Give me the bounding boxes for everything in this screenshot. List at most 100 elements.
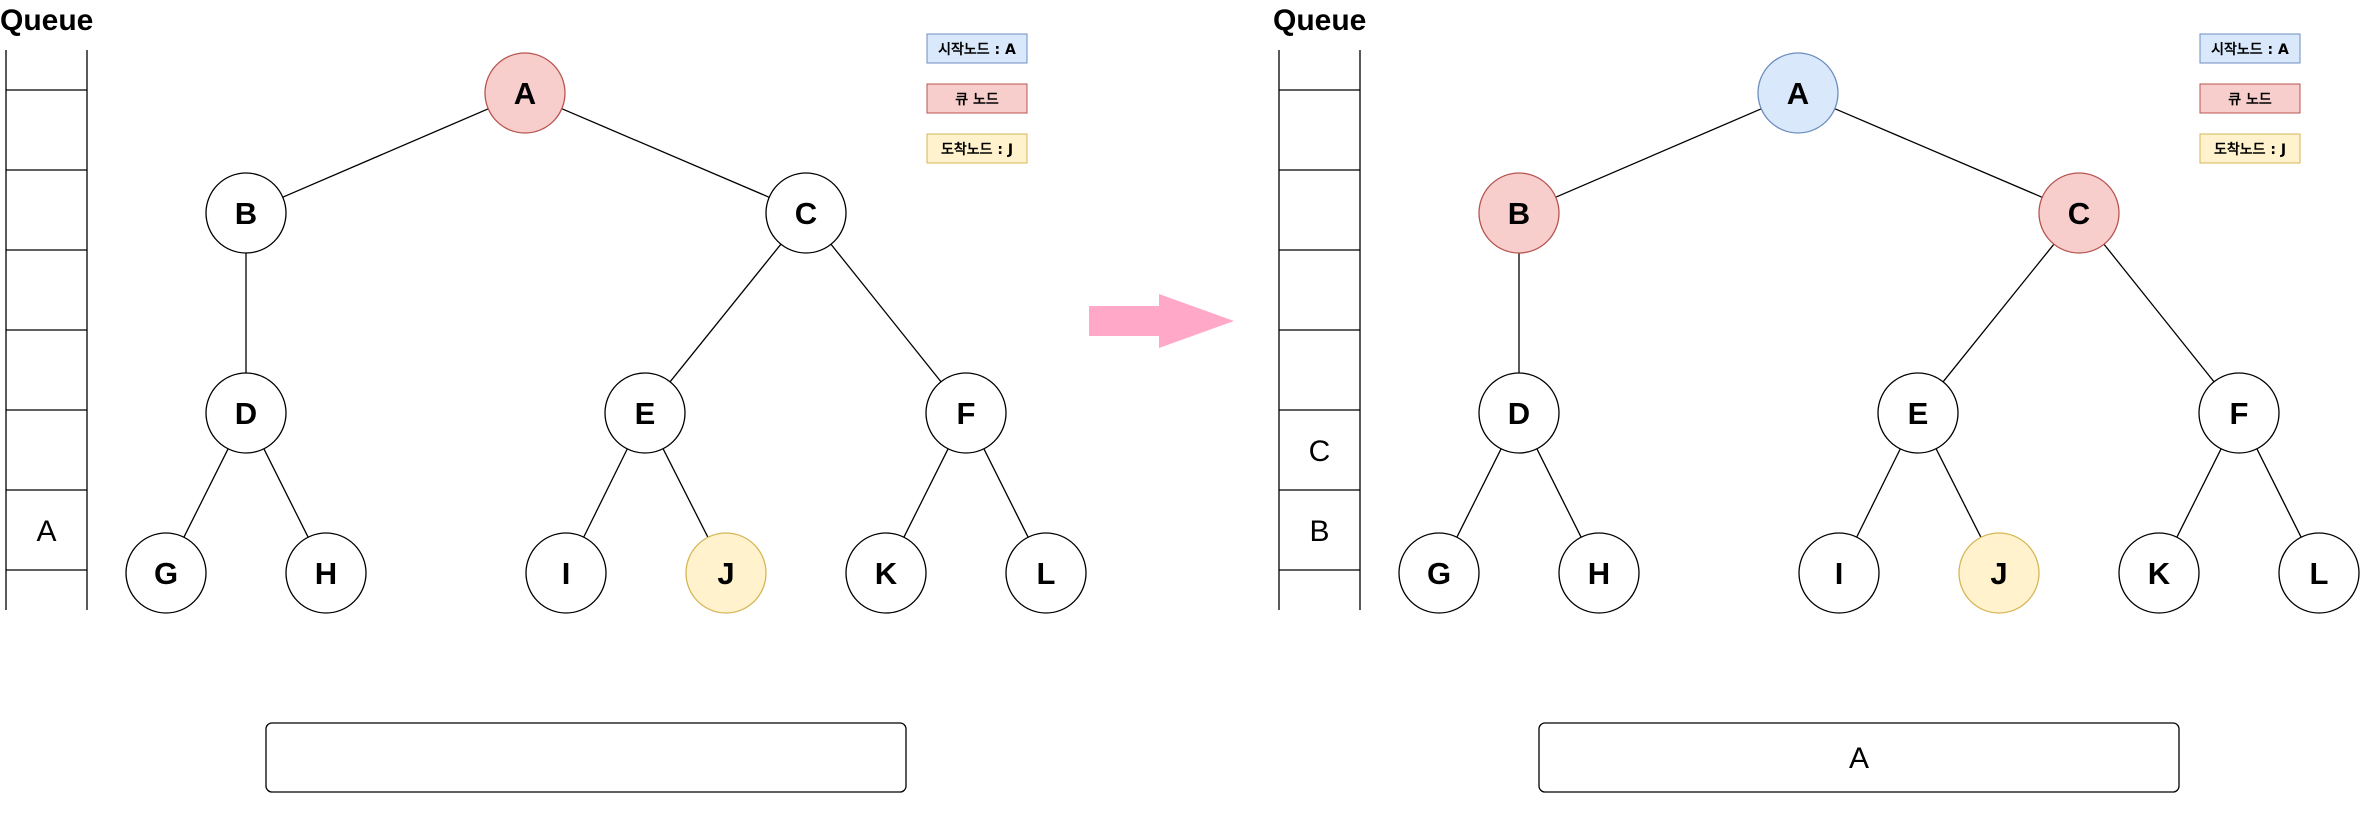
node-circle [205, 172, 287, 254]
node-circle [604, 372, 686, 454]
node-label: D [1508, 396, 1530, 431]
node-label: E [1908, 396, 1929, 431]
node-a: A [484, 52, 566, 134]
edge-d-g [1456, 448, 1502, 538]
node-label: K [2148, 556, 2171, 591]
edge-d-g [183, 448, 229, 538]
node-g: G [125, 532, 207, 614]
legend-queue-swatch [2199, 83, 2301, 114]
queue-item: C [1309, 435, 1331, 468]
node-circle [765, 172, 847, 254]
legend-goal-label: 도착노드 : J [2214, 141, 2286, 158]
node-circle [1757, 52, 1839, 134]
node-d: D [1478, 372, 1560, 454]
edge-e-j [1935, 448, 1982, 538]
node-f: F [925, 372, 1007, 454]
node-e: E [604, 372, 686, 454]
node-b: B [1478, 172, 1560, 254]
node-h: H [285, 532, 367, 614]
right-arrow-icon [1089, 294, 1234, 348]
node-label: G [154, 556, 178, 591]
edge-a-b [282, 108, 489, 198]
node-label: B [1508, 196, 1530, 231]
tree-edges [1456, 108, 2302, 538]
node-k: K [845, 532, 927, 614]
node-circle [484, 52, 566, 134]
legend: 시작노드 : A 큐 노드 도착노드 : J [2199, 33, 2301, 164]
legend-start-label: 시작노드 : A [2211, 41, 2289, 58]
node-circle [1478, 172, 1560, 254]
edge-e-j [662, 448, 709, 538]
node-circle [2278, 532, 2360, 614]
edge-f-l [983, 448, 1029, 538]
legend-goal-label: 도착노드 : J [941, 141, 1013, 158]
node-j: J [1958, 532, 2040, 614]
node-circle [845, 532, 927, 614]
node-label: A [514, 76, 536, 111]
edge-c-e [1942, 243, 2055, 383]
node-d: D [205, 372, 287, 454]
node-h: H [1558, 532, 1640, 614]
edge-d-h [263, 448, 309, 538]
node-label: F [957, 396, 976, 431]
node-circle [525, 532, 607, 614]
visited-box [1538, 722, 2180, 793]
node-label: G [1427, 556, 1451, 591]
legend-goal-swatch [2199, 133, 2301, 164]
queue-item: A [36, 515, 56, 548]
edge-e-i [1856, 448, 1901, 538]
node-i: I [525, 532, 607, 614]
node-label: I [1835, 556, 1844, 591]
node-circle [205, 372, 287, 454]
edge-e-i [583, 448, 628, 538]
legend-queue-label: 큐 노드 [2228, 92, 2272, 108]
node-label: E [635, 396, 656, 431]
edge-c-f [2103, 243, 2215, 383]
node-circle [1005, 532, 1087, 614]
node-label: B [235, 196, 257, 231]
node-j: J [685, 532, 767, 614]
node-label: L [1037, 556, 1056, 591]
queue-title: Queue [0, 4, 93, 37]
edge-a-c [561, 108, 770, 198]
node-l: L [1005, 532, 1087, 614]
edge-c-e [669, 243, 782, 383]
legend-start-swatch [926, 33, 1028, 64]
node-circle [1958, 532, 2040, 614]
node-circle [685, 532, 767, 614]
node-circle [1478, 372, 1560, 454]
node-e: E [1877, 372, 1959, 454]
visited-text: A [1849, 742, 1869, 775]
tree-edges [183, 108, 1029, 538]
legend-queue-label: 큐 노드 [955, 92, 999, 108]
node-circle [1398, 532, 1480, 614]
node-circle [1877, 372, 1959, 454]
node-label: L [2310, 556, 2329, 591]
node-circle [1558, 532, 1640, 614]
legend-queue-swatch [926, 83, 1028, 114]
edge-d-h [1536, 448, 1582, 538]
node-circle [2038, 172, 2120, 254]
queue-item: B [1309, 515, 1329, 548]
legend-start-label: 시작노드 : A [938, 41, 1016, 58]
node-l: L [2278, 532, 2360, 614]
node-label: H [1588, 556, 1610, 591]
node-circle [2118, 532, 2200, 614]
node-label: D [235, 396, 257, 431]
node-label: J [1990, 556, 2007, 591]
edge-c-f [830, 243, 942, 383]
edge-a-b [1555, 108, 1762, 198]
node-label: A [1787, 76, 1809, 111]
node-label: I [562, 556, 571, 591]
node-c: C [2038, 172, 2120, 254]
legend-start-swatch [2199, 33, 2301, 64]
edge-f-k [2176, 448, 2222, 538]
node-circle [925, 372, 1007, 454]
node-label: H [315, 556, 337, 591]
node-label: C [2068, 196, 2090, 231]
edge-a-c [1834, 108, 2043, 198]
